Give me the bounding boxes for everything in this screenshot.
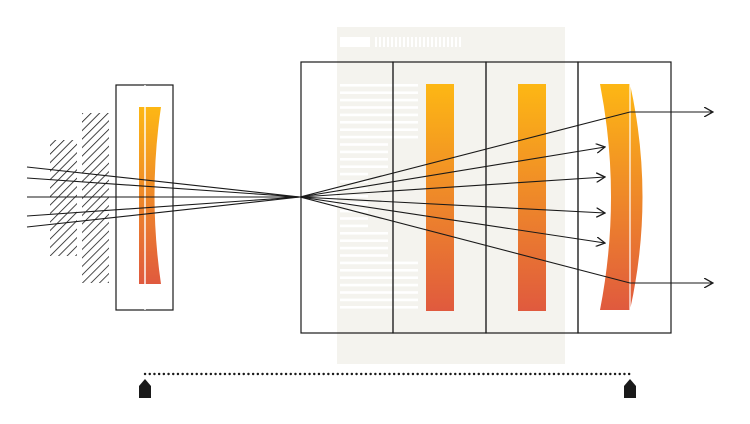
panel-stripe [340, 254, 388, 257]
outgoing-ray-2 [299, 147, 605, 198]
flat-plate-lens-2 [518, 84, 546, 311]
panel-stripe [340, 150, 388, 154]
start-marker-house-pin-icon [139, 379, 151, 398]
panel-stripe [340, 261, 418, 265]
panel-stripe [340, 269, 418, 272]
panel-stripe [340, 135, 418, 139]
exit-convex-lens [600, 84, 643, 310]
end-marker-house-pin-icon [624, 379, 636, 398]
hatched-block-left [50, 140, 77, 256]
panel-stripe [340, 106, 418, 109]
entrance-concave-lens [139, 107, 161, 284]
panel-stripe [340, 143, 388, 146]
panel-stripe [340, 246, 388, 250]
panel-stripe [340, 172, 368, 176]
outgoing-ray-5 [299, 196, 605, 243]
panel-stripe [340, 128, 418, 131]
panel-stripes [340, 84, 418, 309]
panel-stripe [340, 195, 368, 198]
cell-4 [577, 61, 672, 334]
panel-stripe [340, 91, 418, 94]
panel-stripe [340, 217, 368, 220]
outgoing-ray-bottom [299, 196, 713, 283]
incoming-rays [26, 166, 301, 228]
panel-stripe [340, 239, 388, 242]
outgoing-ray-top [299, 112, 713, 198]
panel-stripe [340, 165, 388, 168]
panel-stripe [340, 202, 368, 205]
panel-stripe [340, 298, 418, 302]
panel-stripe [340, 180, 368, 183]
outgoing-ray-4 [299, 196, 605, 213]
panel-stripe [340, 276, 418, 279]
outgoing-ray-3 [299, 177, 605, 198]
panel-stripe [340, 224, 368, 228]
panel-stripe [340, 187, 368, 191]
hatched-blocks [50, 113, 109, 283]
top-stripe-band [340, 37, 461, 47]
panel-stripe [340, 283, 418, 287]
panel-stripe [340, 232, 388, 235]
panel-stripe [340, 113, 418, 117]
panel-stripe [340, 84, 418, 87]
element-cells [300, 61, 672, 334]
panel-stripe [340, 291, 418, 294]
panel-stripe [340, 121, 418, 124]
panel-stripe [340, 158, 388, 161]
outgoing-rays [299, 112, 713, 283]
flat-plate-lens-1 [426, 84, 454, 311]
panel-stripe [340, 98, 418, 102]
hatched-block-right [82, 113, 109, 283]
panel-stripe [340, 306, 418, 309]
